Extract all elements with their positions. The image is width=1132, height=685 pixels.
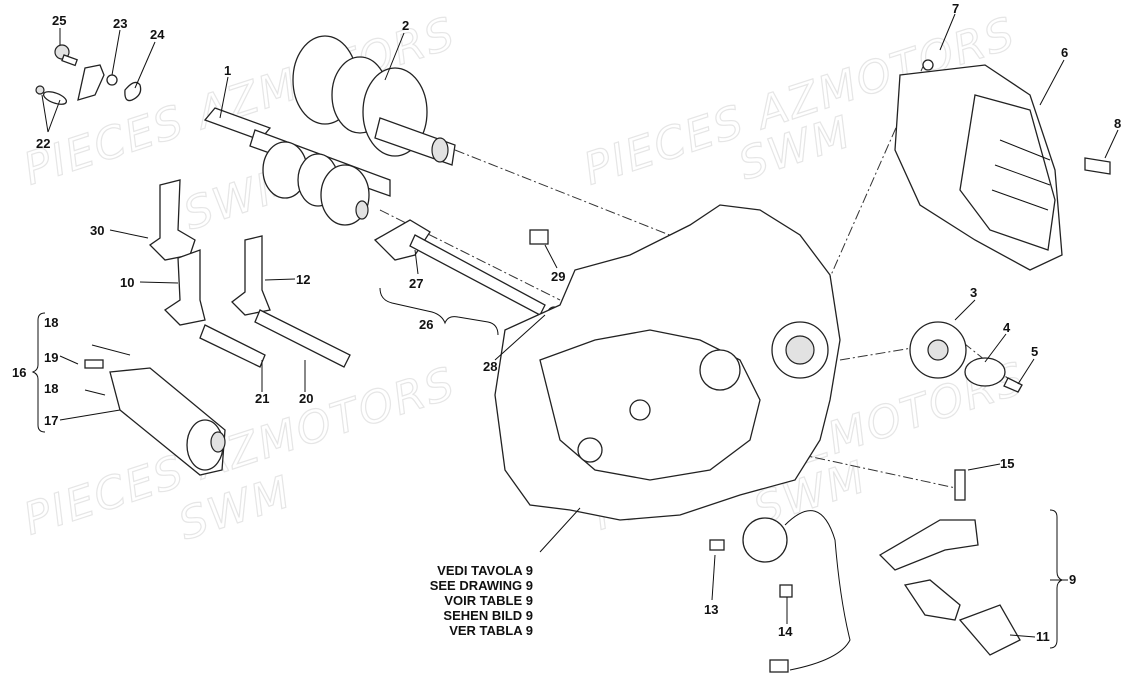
- selector-drum-assembly: [84, 344, 226, 476]
- callout-23: 23: [113, 16, 127, 31]
- reference-line-fr: VOIR TABLE 9: [444, 593, 533, 608]
- callout-18-bottom: 18: [44, 381, 58, 396]
- callout-2: 2: [402, 18, 409, 33]
- callout-labels: 1 2 3 4 5 6 7 8 9 10 11 12 13 14 15 16 1…: [12, 1, 1121, 644]
- callout-28: 28: [483, 359, 497, 374]
- gear-shift-shaft: [373, 219, 561, 320]
- callout-9: 9: [1069, 572, 1076, 587]
- reference-line-it: VEDI TAVOLA 9: [437, 563, 533, 578]
- callout-14: 14: [778, 624, 793, 639]
- callout-30: 30: [90, 223, 104, 238]
- primary-shaft-assembly: [203, 107, 391, 226]
- callout-20: 20: [299, 391, 313, 406]
- reference-line-es: VER TABLA 9: [449, 623, 533, 638]
- crankcase-half: [494, 204, 841, 521]
- callout-4: 4: [1003, 320, 1011, 335]
- shift-forks: [148, 179, 271, 326]
- callout-3: 3: [970, 285, 977, 300]
- shift-fork-rods: [199, 309, 351, 368]
- reference-line-en: SEE DRAWING 9: [430, 578, 533, 593]
- callout-25: 25: [52, 13, 66, 28]
- callout-8: 8: [1114, 116, 1121, 131]
- primary-shaft-gears: [262, 141, 370, 226]
- shift-lever-small-parts: [35, 44, 142, 105]
- callout-leader-lines: [41, 13, 1119, 638]
- callout-22: 22: [36, 136, 50, 151]
- callout-12: 12: [296, 272, 310, 287]
- callout-13: 13: [704, 602, 718, 617]
- reference-line-de: SEHEN BILD 9: [443, 608, 533, 623]
- reference-note: VEDI TAVOLA 9 SEE DRAWING 9 VOIR TABLE 9…: [430, 563, 533, 638]
- callout-5: 5: [1031, 344, 1038, 359]
- gear-shift-lever: [878, 469, 1021, 656]
- callout-27: 27: [409, 276, 423, 291]
- neutral-switch-sensor: [709, 510, 851, 673]
- callout-15: 15: [1000, 456, 1014, 471]
- callout-29: 29: [551, 269, 565, 284]
- callout-16: 16: [12, 365, 26, 380]
- callout-1: 1: [224, 63, 231, 78]
- sprocket-cover: [894, 59, 1111, 271]
- callout-26: 26: [419, 317, 433, 332]
- callout-10: 10: [120, 275, 134, 290]
- callout-6: 6: [1061, 45, 1068, 60]
- callout-24: 24: [150, 27, 165, 42]
- callout-11: 11: [1036, 629, 1050, 644]
- callout-21: 21: [255, 391, 269, 406]
- callout-7: 7: [952, 1, 959, 16]
- callout-17: 17: [44, 413, 58, 428]
- callout-18-top: 18: [44, 315, 58, 330]
- front-sprocket-group: [909, 321, 1023, 393]
- secondary-shaft-assembly: [292, 35, 456, 166]
- callout-19: 19: [44, 350, 58, 365]
